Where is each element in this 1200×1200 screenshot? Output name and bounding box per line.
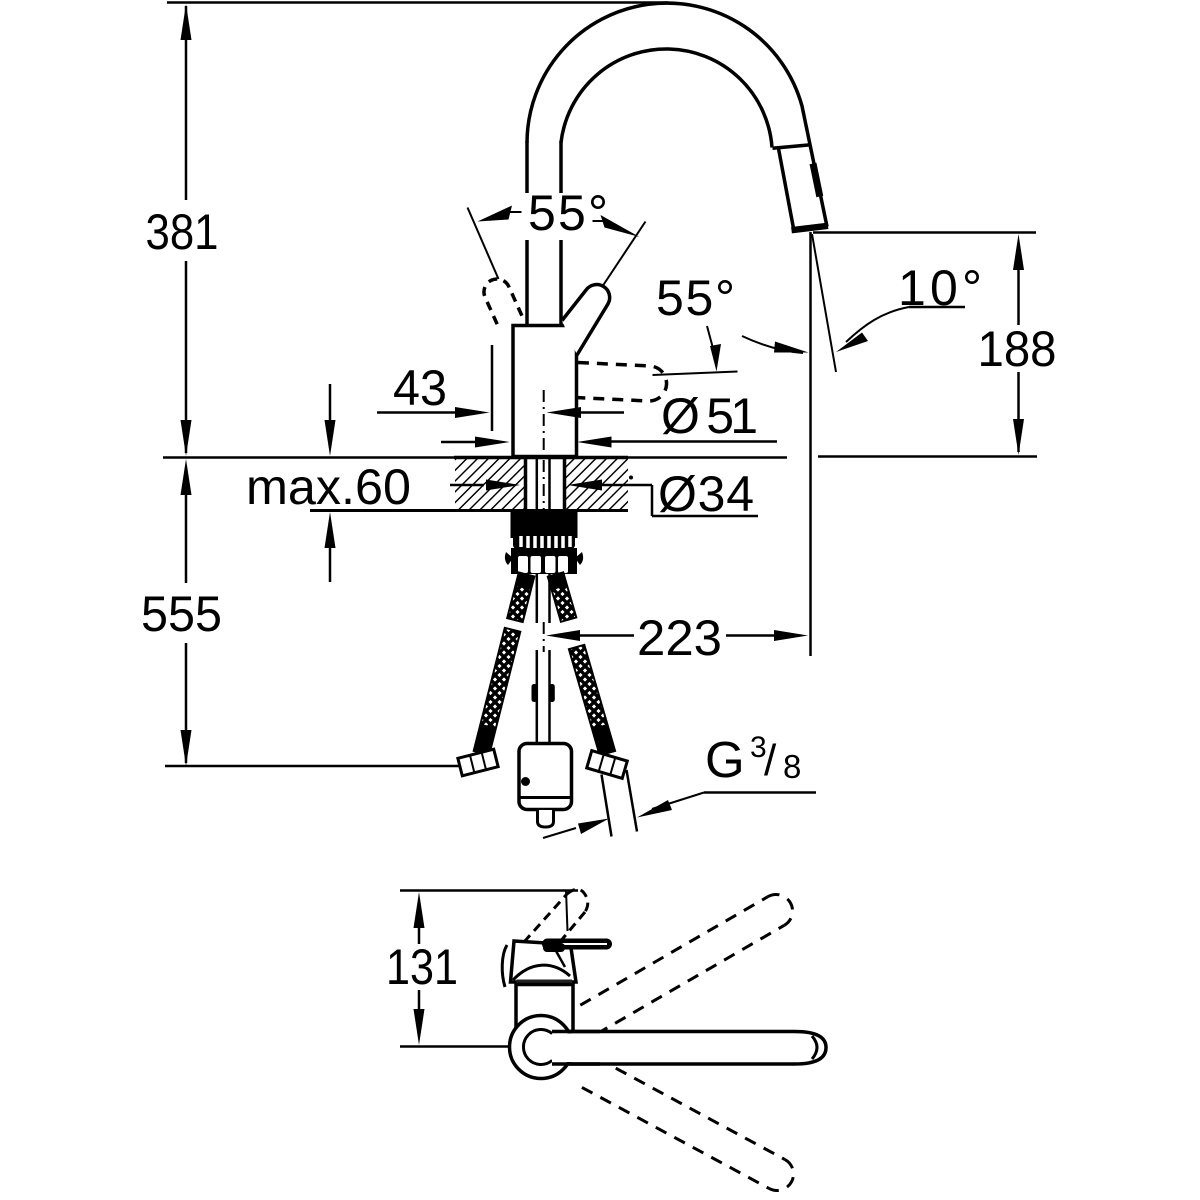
svg-text:555: 555 (141, 586, 222, 642)
svg-text:43: 43 (393, 360, 447, 416)
svg-text:55°: 55° (656, 270, 735, 326)
svg-text:3: 3 (750, 731, 767, 764)
svg-text:55°: 55° (528, 185, 608, 241)
svg-text:/: / (764, 736, 777, 785)
svg-text:Ø34: Ø34 (658, 466, 754, 522)
svg-text:G: G (705, 731, 745, 788)
svg-text:max.60: max.60 (246, 459, 411, 515)
svg-text:223: 223 (637, 610, 722, 666)
svg-text:Ø 51: Ø 51 (661, 388, 758, 444)
svg-text:188: 188 (978, 321, 1057, 377)
svg-text:131: 131 (386, 939, 458, 995)
svg-text:8: 8 (783, 748, 801, 785)
svg-text:381: 381 (146, 204, 219, 260)
